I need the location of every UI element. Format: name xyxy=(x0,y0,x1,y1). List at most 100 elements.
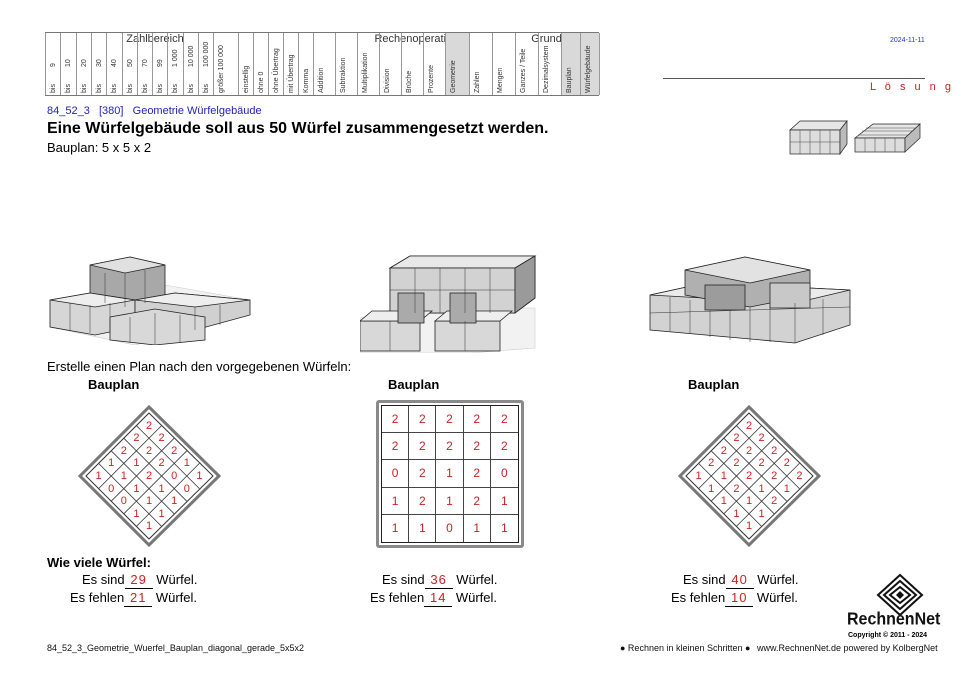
grid-cell: 2 xyxy=(382,406,410,434)
grid-cell: 0 xyxy=(490,460,518,488)
plan-cell: 2 xyxy=(771,444,778,457)
answer-fehlen-2[interactable]: 14 xyxy=(424,589,453,607)
answer-fehlen-1[interactable]: 21 xyxy=(124,589,153,607)
rechen-col: Multiplikation xyxy=(357,33,380,95)
plan-cell: 0 xyxy=(183,482,190,495)
plan-cell: 1 xyxy=(133,457,140,470)
grid-cell: 1 xyxy=(464,514,491,542)
wuerfel-label: Würfel. xyxy=(456,572,498,587)
grid-cell: 2 xyxy=(409,487,437,515)
plan-cell: 2 xyxy=(158,457,165,470)
uebertrag-col: ohne 0 xyxy=(253,33,269,95)
plan-cell: 2 xyxy=(771,470,778,482)
task-topic: Geometrie Würfelgebäude xyxy=(132,105,262,117)
plan-cell: 2 xyxy=(783,457,790,470)
diamond-frame-1 xyxy=(78,405,221,547)
plan-cell: 1 xyxy=(145,495,153,508)
rechen-col: Prozente xyxy=(423,33,446,95)
grid-cell: 2 xyxy=(382,433,410,461)
grid-cell: 1 xyxy=(436,487,464,515)
plan-cell: 1 xyxy=(708,482,715,495)
task-number: [380] xyxy=(99,105,124,117)
grid-cell: 2 xyxy=(436,406,464,434)
wuerfel-label: Würfel. xyxy=(455,590,497,605)
plan-cell: 2 xyxy=(745,419,753,432)
answer-fehlen-3[interactable]: 10 xyxy=(725,589,754,607)
plan-cell: 2 xyxy=(745,444,753,457)
grid-cell: 1 xyxy=(501,520,508,535)
rechen-col: Subtraktion xyxy=(335,33,358,95)
building-3-illustration xyxy=(649,256,851,344)
es-sind-label: Es sind xyxy=(82,572,125,587)
plan-cell: 2 xyxy=(733,457,740,470)
plan-cell: 1 xyxy=(133,507,140,520)
question-label: Wie viele Würfel: xyxy=(47,555,151,570)
plan-cell: 1 xyxy=(196,470,203,482)
answer-sind-2[interactable]: 36 xyxy=(424,571,453,589)
wuerfel-label: Würfel. xyxy=(155,590,197,605)
einstellig-col: einstellig xyxy=(238,33,254,95)
bauplan-label-3: Bauplan xyxy=(688,377,740,392)
bauplan-label-2: Bauplan xyxy=(388,377,440,392)
grid-cell: 2 xyxy=(490,406,518,434)
grid-cell: 1 xyxy=(382,514,410,542)
answer-sind-1[interactable]: 29 xyxy=(124,571,153,589)
grid-cell: 1 xyxy=(436,460,464,488)
grid-cell: 2 xyxy=(436,433,464,461)
plan-cell: 1 xyxy=(783,482,790,495)
grid-cell: 2 xyxy=(463,460,491,488)
plan-cell: 0 xyxy=(120,495,127,508)
plan-cell: 2 xyxy=(145,419,153,432)
grid-cell: 2 xyxy=(463,487,491,515)
grundlagen-col: Zahlen xyxy=(469,33,493,95)
es-fehlen-label: Es fehlen xyxy=(70,590,125,605)
plan-cell: 1 xyxy=(745,520,753,533)
plan-cell: 1 xyxy=(145,520,153,533)
wuerfel-label: Würfel. xyxy=(156,572,198,587)
group-zahlbereich: Zahlbereich xyxy=(126,33,184,45)
plan-cell: 1 xyxy=(183,457,190,470)
plan-cell: 1 xyxy=(133,482,140,495)
plan-cell: 2 xyxy=(120,444,127,457)
grid-cell: 1 xyxy=(409,514,437,542)
category-table: Zahlbereich Rechenoperationen Grundlagen… xyxy=(45,32,601,96)
grid-cell: 2 xyxy=(463,433,491,461)
wuerfel-label: Würfel. xyxy=(757,572,799,587)
plan-cell: 2 xyxy=(745,470,753,482)
grid-cell: 2 xyxy=(409,460,437,488)
answer-sind-3[interactable]: 40 xyxy=(725,571,754,589)
groesser-col: größer 100 000 xyxy=(213,33,229,95)
plan-cell: 2 xyxy=(733,482,740,495)
plan-cell: 1 xyxy=(95,470,102,482)
uebertrag-col: ohne Übertrag xyxy=(268,33,284,95)
grid-cell: 1 xyxy=(490,488,518,515)
geometrie-col: Geometrie xyxy=(445,33,471,95)
plan-cell: 1 xyxy=(733,507,740,520)
footer-site[interactable]: www.RechnenNet.de powered by KolbergNet xyxy=(757,643,938,653)
grid-cell: 0 xyxy=(436,514,464,542)
task-bauplan: Bauplan: 5 x 5 x 2 xyxy=(47,140,152,155)
uebertrag-col: mit Übertrag xyxy=(283,33,299,95)
plan-cell: 1 xyxy=(120,470,127,482)
plan-cell: 2 xyxy=(771,495,778,508)
plan-cell: 2 xyxy=(720,444,727,457)
bauplan-label-1: Bauplan xyxy=(88,377,140,392)
extra-col: Bauplan xyxy=(561,33,582,95)
rechen-col: Brüche xyxy=(401,33,424,95)
corner-cubes-illustration xyxy=(789,119,921,156)
footer-filename: 84_52_3_Geometrie_Wuerfel_Bauplan_diagon… xyxy=(47,643,305,653)
plan-cell: 1 xyxy=(720,470,727,482)
